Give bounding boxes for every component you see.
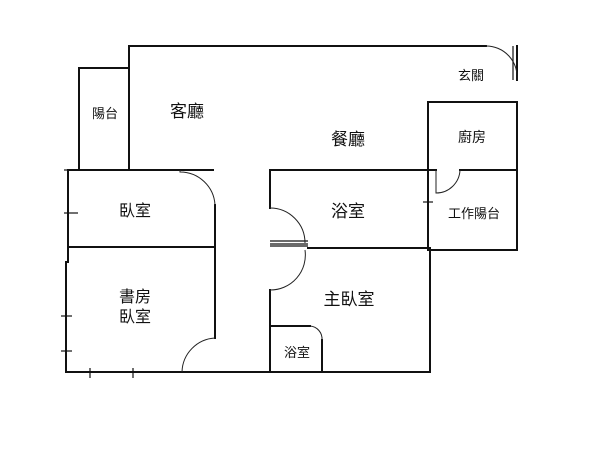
door-mbath (309, 325, 323, 341)
room-label-kitchen: 廚房 (458, 129, 486, 146)
room-label-bedroom: 臥室 (119, 201, 151, 220)
door-study (181, 337, 216, 373)
room-label-entrance: 玄關 (458, 69, 484, 84)
room-label-study: 書房 (119, 287, 151, 306)
openings (270, 46, 514, 247)
door-bath (269, 207, 306, 244)
room-label-study-bedroom: 臥室 (119, 307, 151, 326)
room-label-bathroom: 浴室 (331, 202, 365, 222)
wall-ticks (61, 169, 434, 378)
interior-walls (67, 101, 518, 373)
room-label-living-room: 客廳 (170, 102, 204, 122)
room-label-master-bathroom: 浴室 (284, 345, 310, 361)
wall-top (128, 45, 487, 169)
room-labels: 陽台 客廳 玄關 餐廳 廚房 臥室 浴室 工作陽台 書房 臥室 主臥室 浴室 (92, 69, 500, 361)
door-utility (435, 169, 461, 194)
wall-left-study (65, 247, 69, 373)
door-entrance (485, 45, 518, 81)
door-master (269, 249, 306, 291)
door-bedroom (179, 170, 216, 206)
outer-walls (65, 45, 518, 373)
room-label-utility-balcony: 工作陽台 (448, 207, 500, 222)
doors (179, 45, 518, 373)
room-label-master-bedroom: 主臥室 (324, 290, 375, 310)
room-label-balcony: 陽台 (92, 107, 118, 122)
room-label-dining-room: 餐廳 (331, 130, 365, 150)
